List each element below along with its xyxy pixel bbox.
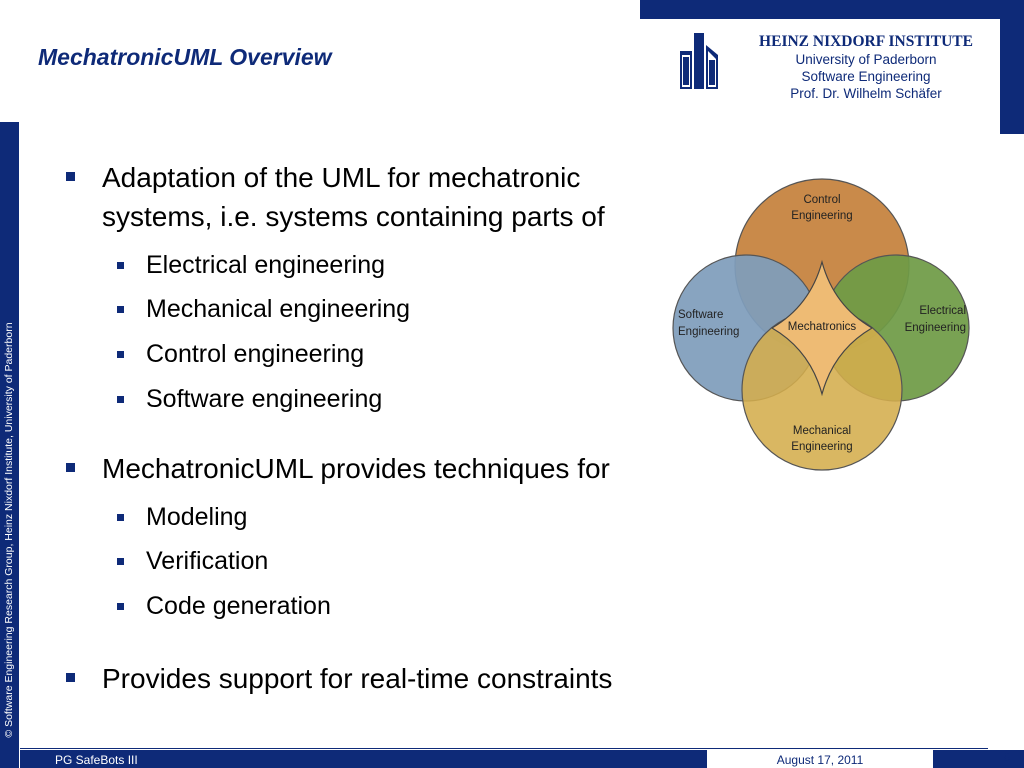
bullet-3-line-1: Provides support for real-time constrain… — [102, 663, 613, 694]
bullet-marker — [66, 673, 75, 682]
bullet-2-line-1: MechatronicUML provides techniques for — [102, 453, 610, 484]
venn-control-line-2: Engineering — [791, 210, 852, 222]
sub-bullet-code-generation: Code generation — [146, 592, 331, 620]
footer-course-label: PG SafeBots III — [55, 753, 138, 767]
sub-bullet-marker — [117, 603, 124, 610]
venn-software-line-1: Software — [678, 309, 723, 321]
footer-divider — [20, 748, 988, 749]
institute-university: University of Paderborn — [795, 52, 937, 67]
bullet-1-line-2: systems, i.e. systems containing parts o… — [102, 201, 605, 232]
institute-logo — [680, 33, 718, 89]
sub-bullet-modeling: Modeling — [146, 503, 248, 531]
slide-title: MechatronicUML Overview — [38, 44, 332, 70]
institute-department: Software Engineering — [801, 69, 931, 84]
sub-bullet-control: Control engineering — [146, 340, 365, 368]
sub-bullet-marker — [117, 306, 124, 313]
sub-bullet-marker — [117, 351, 124, 358]
footer-date: August 17, 2011 — [776, 753, 864, 767]
sub-bullet-verification: Verification — [146, 547, 269, 575]
venn-software-line-2: Engineering — [678, 326, 739, 338]
sub-bullet-electrical: Electrical engineering — [146, 251, 386, 279]
venn-electrical-line-2: Engineering — [905, 322, 966, 334]
footer-date-panel — [707, 750, 933, 768]
mechatronics-venn-diagram: Control Engineering Software Engineering… — [672, 178, 970, 471]
mechatronics-center-shape — [770, 259, 874, 397]
sub-bullet-marker — [117, 558, 124, 565]
sub-bullet-mechanical: Mechanical engineering — [146, 295, 411, 323]
copyright-side-text: © Software Engineering Research Group, H… — [3, 322, 15, 738]
bullet-1-line-1: Adaptation of the UML for mechatronic — [102, 162, 581, 193]
sub-bullet-software: Software engineering — [146, 385, 383, 413]
institute-name: HEINZ NIXDORF INSTITUTE — [759, 33, 973, 50]
top-decor-bar — [640, 0, 1024, 19]
venn-mechanical-line-1: Mechanical — [793, 425, 851, 437]
page-number: 8 — [1004, 750, 1011, 764]
institute-block: HEINZ NIXDORF INSTITUTE University of Pa… — [732, 33, 1000, 102]
bullet-marker — [66, 172, 75, 181]
sub-bullet-marker — [117, 396, 124, 403]
venn-center-label: Mechatronics — [788, 321, 857, 333]
venn-mechanical-line-2: Engineering — [791, 441, 852, 453]
left-decor-bar — [0, 122, 19, 768]
institute-professor: Prof. Dr. Wilhelm Schäfer — [790, 86, 942, 101]
bullet-marker — [66, 463, 75, 472]
venn-control-line-1: Control — [803, 194, 840, 206]
sub-bullet-marker — [117, 514, 124, 521]
venn-electrical-line-1: Electrical — [919, 305, 966, 317]
sub-bullet-marker — [117, 262, 124, 269]
right-decor-bar — [1000, 0, 1024, 134]
